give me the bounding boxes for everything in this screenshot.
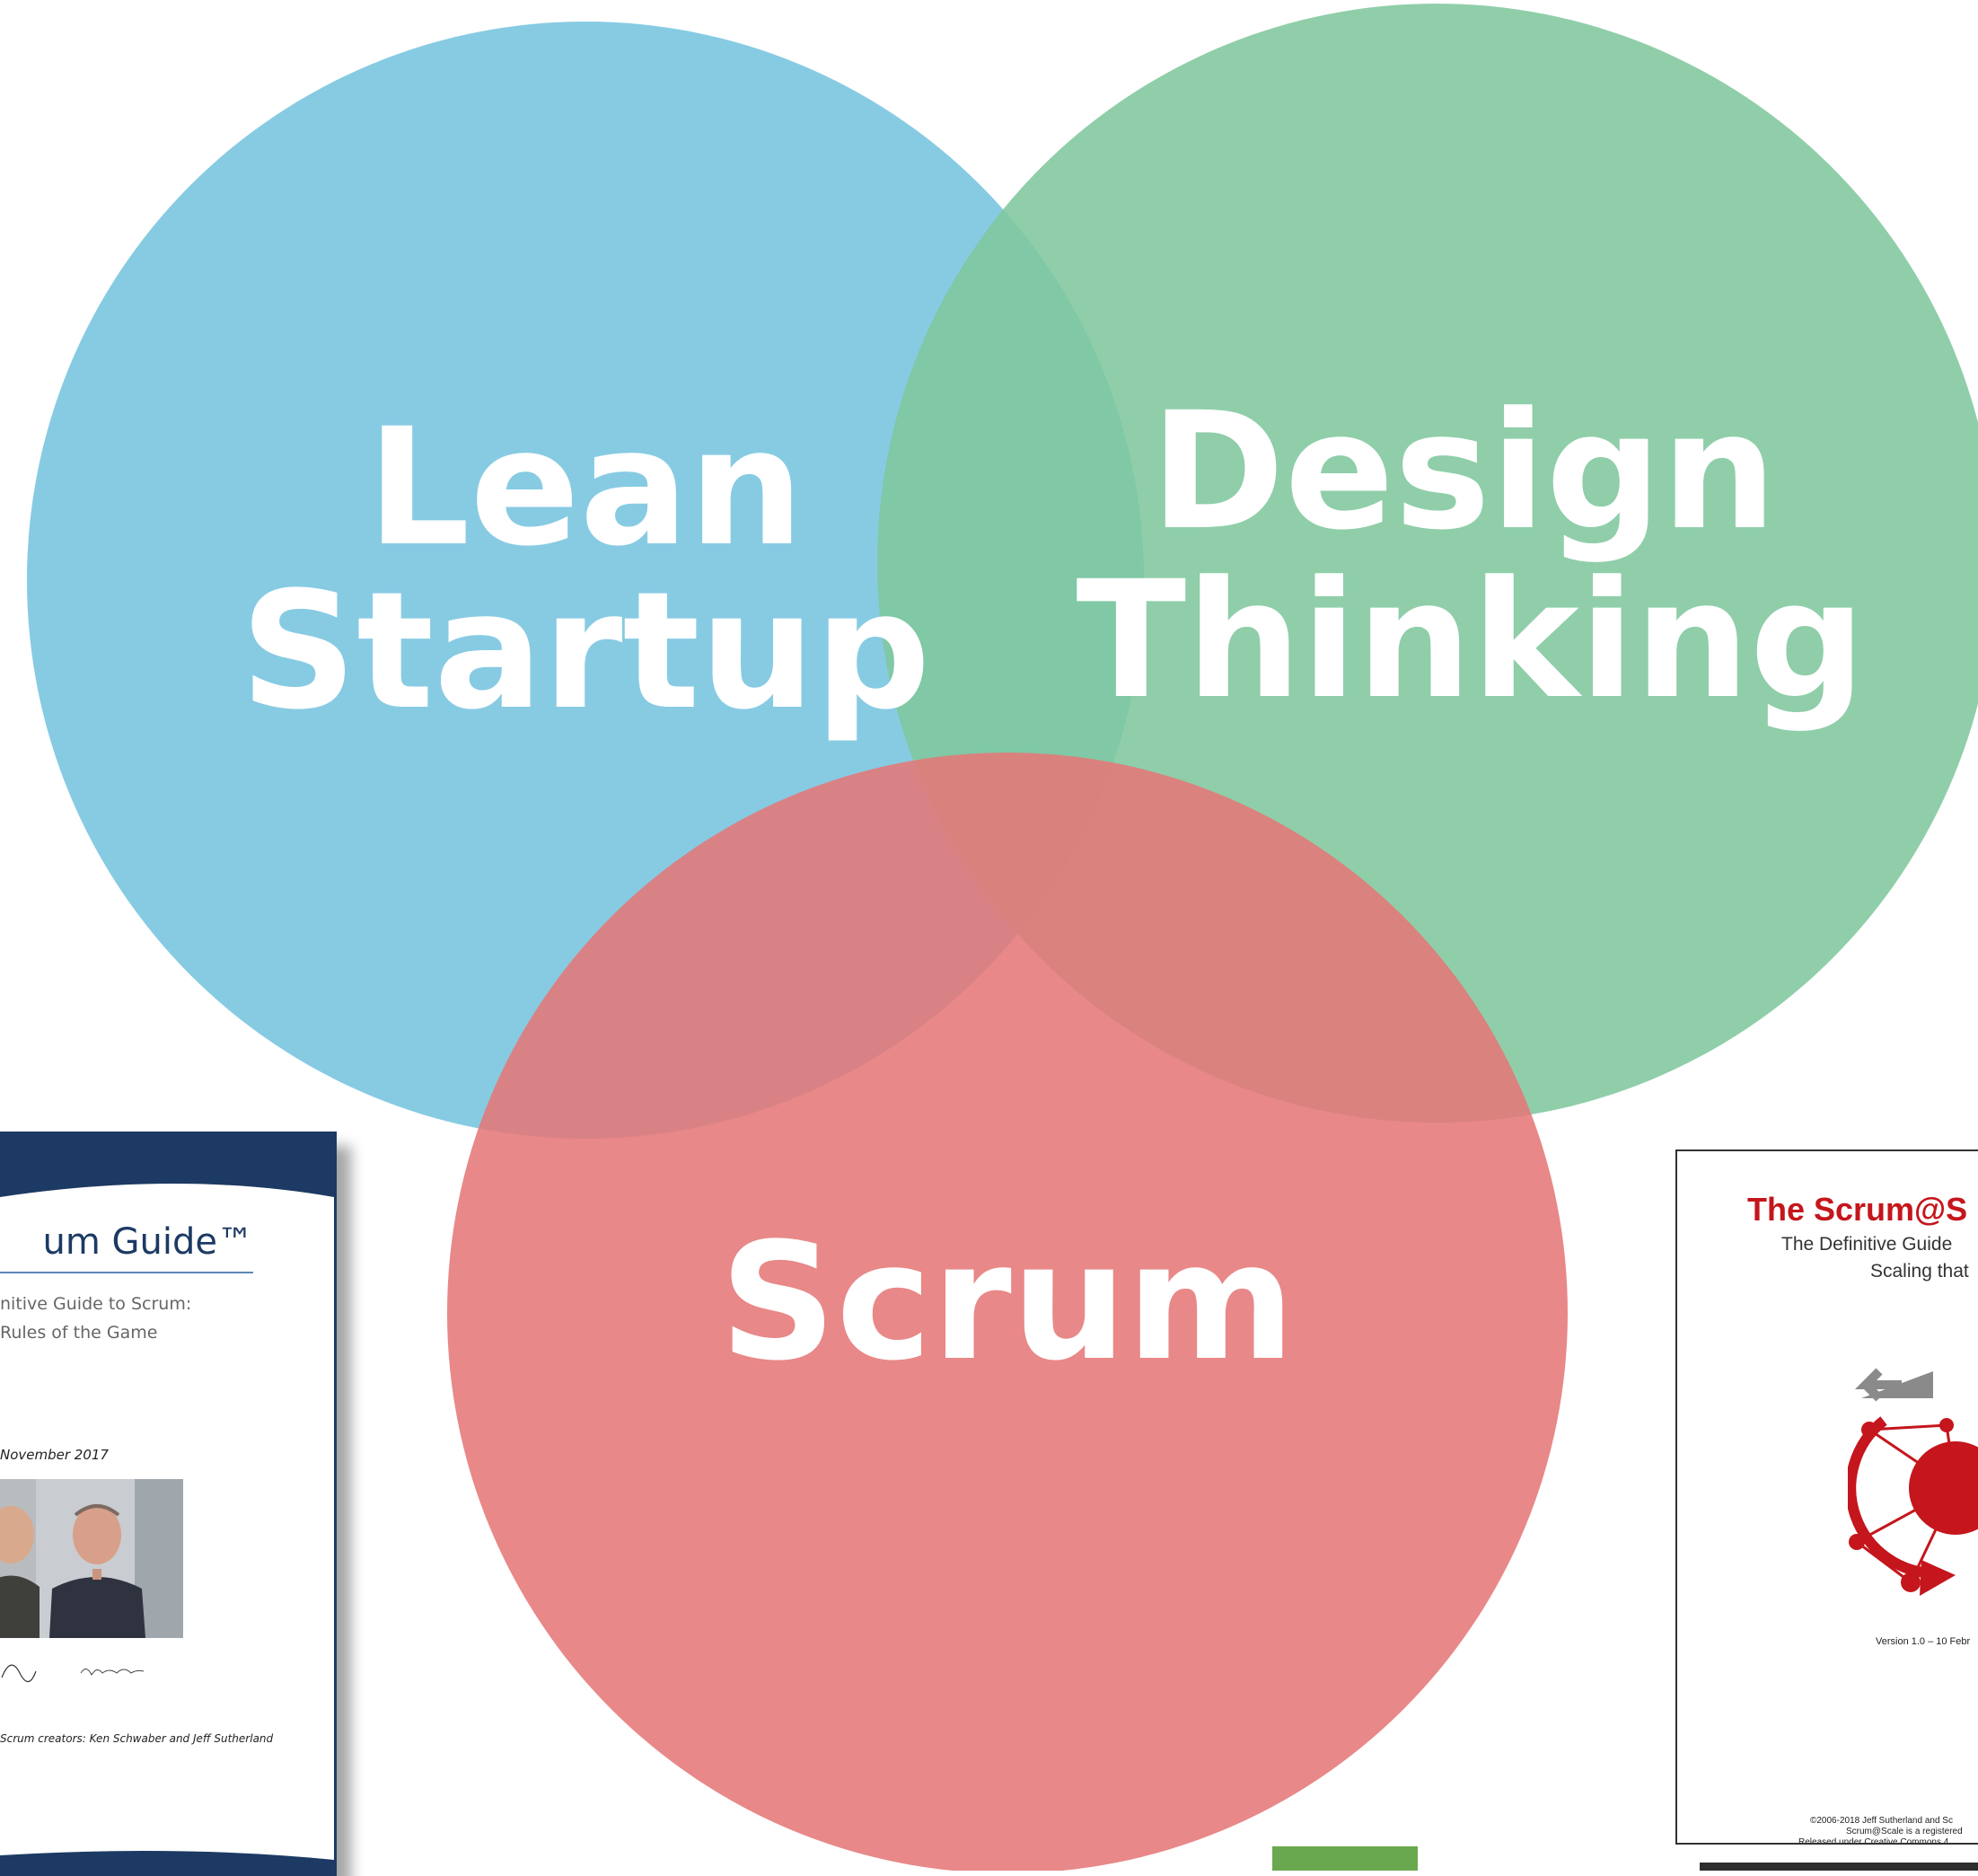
design-label-line-1: Design [1150, 378, 1776, 566]
scrum-guide-title-rule [0, 1272, 253, 1273]
scrum-at-scale-version: Version 1.0 – 10 Febr [1876, 1636, 1971, 1647]
scrum-guide-cover: um Guide™ nitive Guide to Scrum: Rules o… [0, 1132, 337, 1876]
signatures [1, 1664, 145, 1683]
scrum-guide-subtitle-1: nitive Guide to Scrum: [0, 1294, 192, 1314]
design-label-line-2: Thinking [1076, 547, 1865, 735]
scrum-at-scale-subtitle-2: Scaling that [1870, 1261, 1969, 1281]
cover-bottom-band [0, 1851, 334, 1873]
scrum-at-scale-subtitle-1: The Definitive Guide [1781, 1234, 1953, 1255]
scrum-at-scale-footer-1: ©2006-2018 Jeff Sutherland and Sc [1810, 1816, 1953, 1826]
scrum-at-scale-logo [1848, 1368, 1978, 1596]
scrum-at-scale-footer-2: Scrum@Scale is a registered [1846, 1827, 1963, 1836]
scrum-guide-title: um Guide™ [42, 1221, 254, 1263]
cover-top-band [0, 1134, 334, 1197]
dark-strip [1700, 1863, 1978, 1871]
scrum-circle [447, 753, 1568, 1871]
scrum-label: Scrum [720, 1209, 1296, 1396]
scrum-creators-photo [0, 1479, 183, 1638]
scrum-at-scale-cover: The Scrum@S The Definitive Guide Scaling… [1675, 1149, 1978, 1845]
scrum-at-scale-footer-3: Released under Creative Commons 4 [1798, 1837, 1949, 1845]
green-block [1272, 1846, 1418, 1871]
scrum-guide-date: November 2017 [0, 1447, 109, 1463]
scrum-guide-subtitle-2: Rules of the Game [0, 1323, 158, 1343]
scrum-guide-caption: Scrum creators: Ken Schwaber and Jeff Su… [0, 1732, 274, 1745]
scrum-at-scale-title: The Scrum@S [1747, 1191, 1968, 1228]
lean-label-line-2: Startup [241, 558, 931, 745]
lean-label-line-1: Lean [367, 394, 804, 582]
